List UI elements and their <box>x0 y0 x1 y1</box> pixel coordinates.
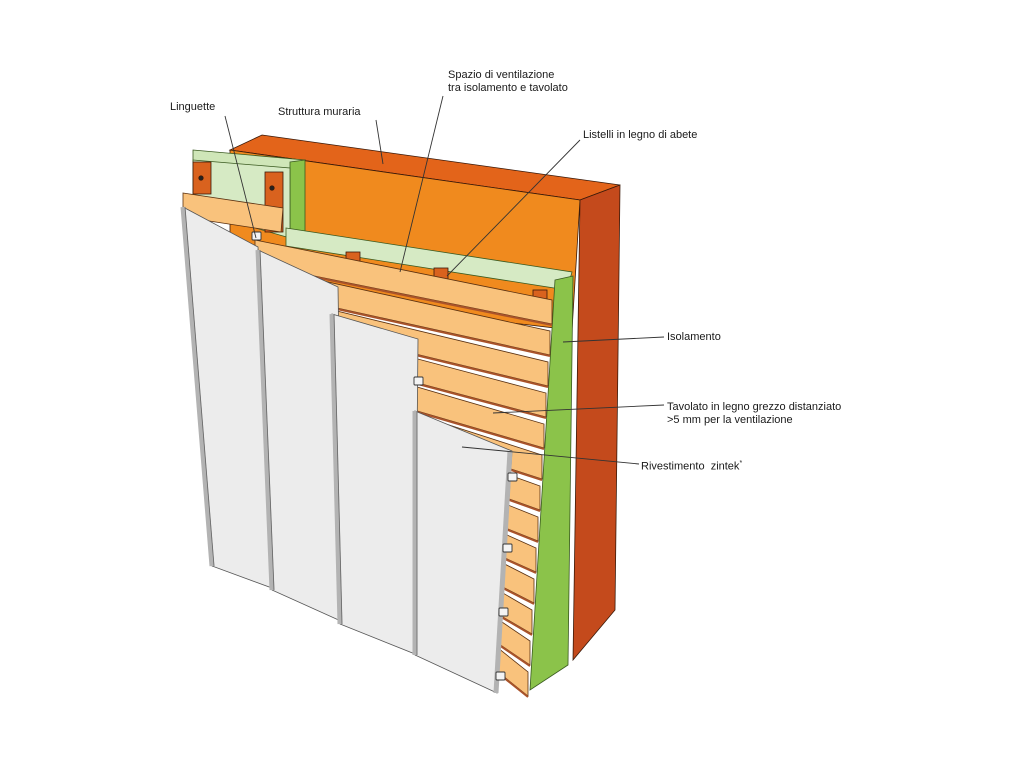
panel-seam <box>255 249 275 591</box>
panel-seam-edge <box>184 206 215 567</box>
clip <box>413 376 424 386</box>
fixing-screw <box>269 185 275 191</box>
leader-rivestimento <box>461 446 640 465</box>
clip <box>502 543 513 553</box>
clip <box>498 607 509 617</box>
clip <box>495 671 506 681</box>
masonry-side <box>572 184 621 662</box>
label-spazio-ventilazione-2: tra isolamento e tavolato <box>448 82 568 94</box>
label-tavolato-2: >5 mm per la ventilazione <box>667 414 793 426</box>
panel-seam <box>329 313 343 625</box>
panel-seam-edge <box>259 249 275 591</box>
leader-spazio <box>399 95 444 273</box>
leader-linguette <box>224 115 257 239</box>
fixing-screw <box>198 175 204 181</box>
leader-listelli <box>446 139 581 277</box>
leader-lines <box>224 95 665 465</box>
label-isolamento: Isolamento <box>667 331 721 343</box>
label-struttura-muraria: Struttura muraria <box>278 106 361 118</box>
label-listelli: Listelli in legno di abete <box>583 129 698 141</box>
label-rivestimento: Rivestimento zintek* <box>641 457 742 474</box>
label-rivestimento-asterisk: * <box>739 460 743 467</box>
leader-tavolato <box>492 404 665 414</box>
insulation-right-edge <box>529 275 574 691</box>
cladding-panel <box>331 313 419 655</box>
insulation-vertical-strip <box>289 159 306 235</box>
panel-seam <box>180 206 215 567</box>
panel-seam <box>493 450 513 694</box>
clip <box>507 472 518 482</box>
leader-isolamento <box>562 336 665 343</box>
panel-seam-edge <box>333 313 343 625</box>
label-linguette: Linguette <box>170 101 216 113</box>
zintek-cladding <box>180 206 518 694</box>
leader-struttura <box>375 119 384 165</box>
clip <box>251 231 262 241</box>
label-spazio-ventilazione-1: Spazio di ventilazione <box>448 69 555 81</box>
label-tavolato-1: Tavolato in legno grezzo distanziato <box>667 401 842 413</box>
label-rivestimento-text: Rivestimento zintek <box>641 460 740 473</box>
